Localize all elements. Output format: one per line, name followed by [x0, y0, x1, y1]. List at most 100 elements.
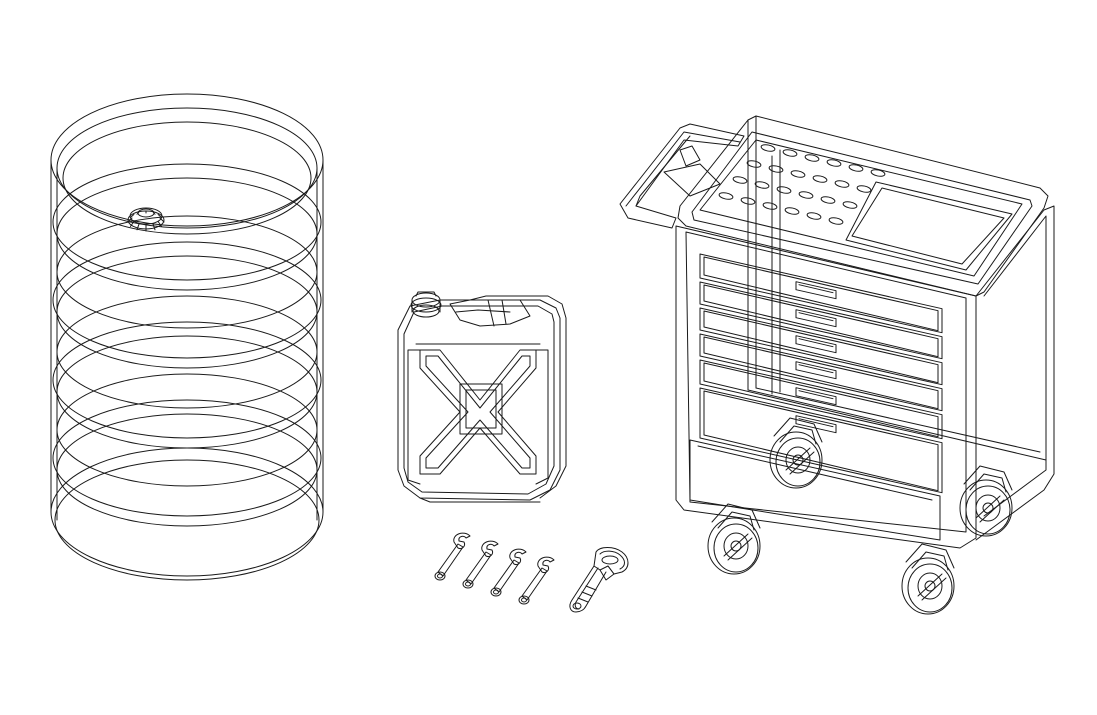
- open-end-wrench: [518, 556, 555, 605]
- open-end-wrench: [434, 532, 471, 581]
- caster-wheel-inner: [775, 437, 821, 487]
- caster-axle: [730, 540, 742, 552]
- drawer-handle: [795, 335, 837, 354]
- drawer-handle-slot: [798, 338, 834, 348]
- caster-wheel: [901, 557, 955, 615]
- caster-wheel: [959, 479, 1013, 537]
- adjustable-wrench: [569, 547, 629, 613]
- tray-hole: [804, 154, 820, 162]
- tool-trolley-drawers: [699, 253, 943, 494]
- caster-fork-inner: [717, 511, 755, 531]
- wrench-ring-end: [518, 595, 530, 605]
- tray-hole: [826, 159, 842, 167]
- drawer-front: [699, 359, 943, 440]
- jerry-can-body-inner: [403, 305, 555, 495]
- drawer: [699, 333, 943, 412]
- caster-axle: [982, 502, 994, 514]
- tray-hole: [790, 170, 806, 178]
- tray-hole: [754, 181, 770, 189]
- drum-hoop: [52, 241, 322, 359]
- drawer-handle: [795, 309, 837, 328]
- drawer-front-inset: [703, 390, 939, 492]
- drum-bung-tooth: [136, 223, 140, 231]
- adjustable-wrench-handle: [569, 565, 607, 613]
- caster-fork-inner: [969, 473, 1007, 493]
- drawer-front: [699, 307, 943, 386]
- caster: [901, 543, 955, 615]
- tool-trolley-tray-holes: [718, 144, 886, 225]
- drum-bung-cap: [129, 207, 163, 225]
- tray-hole: [782, 149, 798, 157]
- drum-hoop: [52, 399, 322, 517]
- wrench-open-jaw: [509, 548, 527, 565]
- tray-hole: [848, 164, 864, 172]
- drawer-handle-slot: [798, 390, 834, 400]
- caster-axle: [924, 580, 936, 592]
- drum-hoop: [52, 321, 322, 439]
- caster-fork-inner: [911, 551, 949, 571]
- drawer-handle-slot: [798, 284, 834, 294]
- wrench-ring-hole: [465, 581, 471, 587]
- drawer-handle-slot: [798, 418, 834, 428]
- tray-hole: [740, 197, 756, 205]
- drawer-front-inset: [703, 336, 939, 410]
- tray-hole: [798, 191, 814, 199]
- drawer-front-inset: [703, 362, 939, 438]
- tool-trolley-cabinet-side: [975, 205, 1055, 541]
- open-end-wrench: [462, 540, 499, 589]
- caster-fork: [773, 417, 823, 443]
- oil-drum: [50, 93, 324, 581]
- tray-hole: [856, 185, 872, 193]
- caster: [707, 503, 761, 575]
- drum-bung-tooth: [127, 217, 133, 223]
- drum-ring: [56, 107, 318, 229]
- wrench-ring-end: [462, 579, 474, 589]
- caster: [959, 465, 1013, 537]
- caster-hub: [975, 494, 1001, 522]
- tray-hole: [784, 207, 800, 215]
- jerry-can-x-emboss: [419, 349, 537, 475]
- drawer: [699, 387, 943, 494]
- drawer-front-inset: [703, 256, 939, 332]
- caster-axle: [792, 454, 804, 466]
- drawer: [699, 253, 943, 334]
- tray-hole: [776, 186, 792, 194]
- drum-bung-tooth: [157, 221, 163, 227]
- caster-wheel-inner: [907, 563, 953, 613]
- wrench-ring-hole: [437, 573, 443, 579]
- caster-fork: [905, 543, 955, 569]
- drum-bung-tooth: [129, 221, 135, 227]
- caster-fork-inner: [779, 425, 817, 445]
- drawer-handle: [795, 387, 837, 406]
- tray-hole: [760, 144, 776, 152]
- caster-spoke: [917, 573, 947, 601]
- caster-wheel-inner: [713, 523, 759, 573]
- drawer-handle: [795, 415, 837, 434]
- tray-hole: [820, 196, 836, 204]
- drum-bottom-rim: [50, 447, 324, 577]
- drum-bung-tooth: [152, 223, 156, 231]
- caster-spoke: [723, 533, 753, 561]
- tray-hole: [834, 180, 850, 188]
- wrench-set: [434, 532, 555, 605]
- drawer: [699, 281, 943, 360]
- caster-hub: [723, 532, 749, 560]
- caster-fork: [963, 465, 1013, 491]
- wrench-ring-hole: [493, 589, 499, 595]
- tool-trolley: [619, 115, 1055, 615]
- jerry-can-center-panel: [459, 383, 503, 435]
- wrench-open-jaw: [481, 540, 499, 557]
- caster-spoke: [785, 447, 815, 475]
- tray-hole: [746, 160, 762, 168]
- caster-hub: [917, 572, 943, 600]
- tray-hole: [718, 192, 734, 200]
- caster-hub: [785, 446, 811, 474]
- drawer-handle: [795, 281, 837, 300]
- wrench-open-jaw: [537, 556, 555, 573]
- tray-hole: [812, 175, 828, 183]
- drawer-front: [699, 387, 943, 494]
- jerry-can: [397, 291, 567, 503]
- tray-hole: [762, 202, 778, 210]
- drum-bung-tooth: [152, 211, 156, 215]
